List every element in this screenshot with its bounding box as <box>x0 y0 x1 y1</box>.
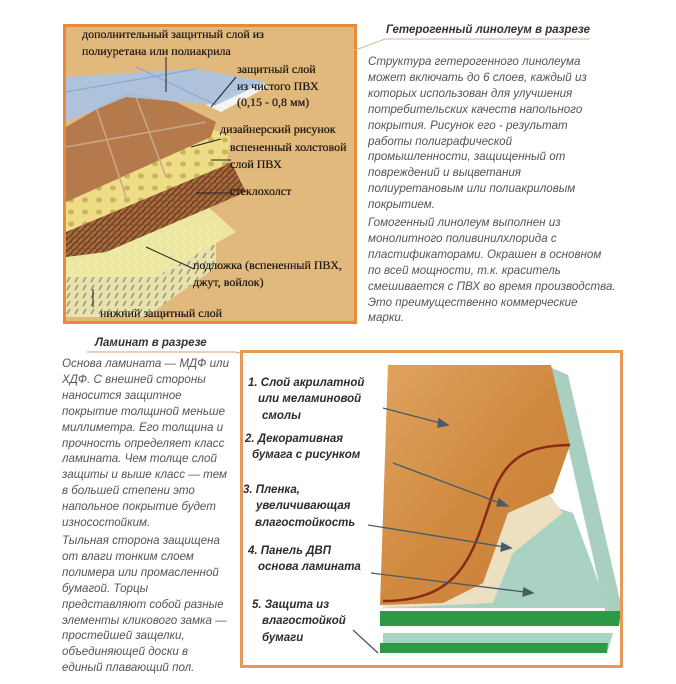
moisture-film-layer <box>383 493 563 608</box>
layer-label-fiberglass: стеклохолст <box>230 184 292 198</box>
fiberglass-layer <box>66 162 246 257</box>
linoleum-diagram-box <box>63 24 357 324</box>
decorative-paper-layer <box>380 365 570 605</box>
green-edge-layer <box>380 611 620 626</box>
linoleum-title-connector <box>341 38 590 56</box>
plank-side-edge <box>550 367 620 623</box>
layer-label-design: дизайнерский рисунок <box>220 122 336 136</box>
design-pattern-layer <box>66 92 216 202</box>
layer-label-underlay: подложка (вспененный ПВХ,джут, войлок) <box>193 258 342 289</box>
linoleum-title: Гетерогенный линолеум в разрезе <box>386 24 591 36</box>
laminate-diagram-box <box>240 350 623 668</box>
foam-pvc-layer <box>66 122 231 232</box>
polyurethane-layer <box>66 69 266 122</box>
layer-label-bottom: нижний защитный слой <box>100 306 223 320</box>
linoleum-layers-illustration <box>66 57 271 317</box>
laminate-title: Ламинат в разрезе <box>95 337 207 349</box>
bottom-protection-layer <box>380 643 608 653</box>
laminate-plank-illustration <box>352 365 620 654</box>
pure-pvc-layer <box>206 82 271 112</box>
